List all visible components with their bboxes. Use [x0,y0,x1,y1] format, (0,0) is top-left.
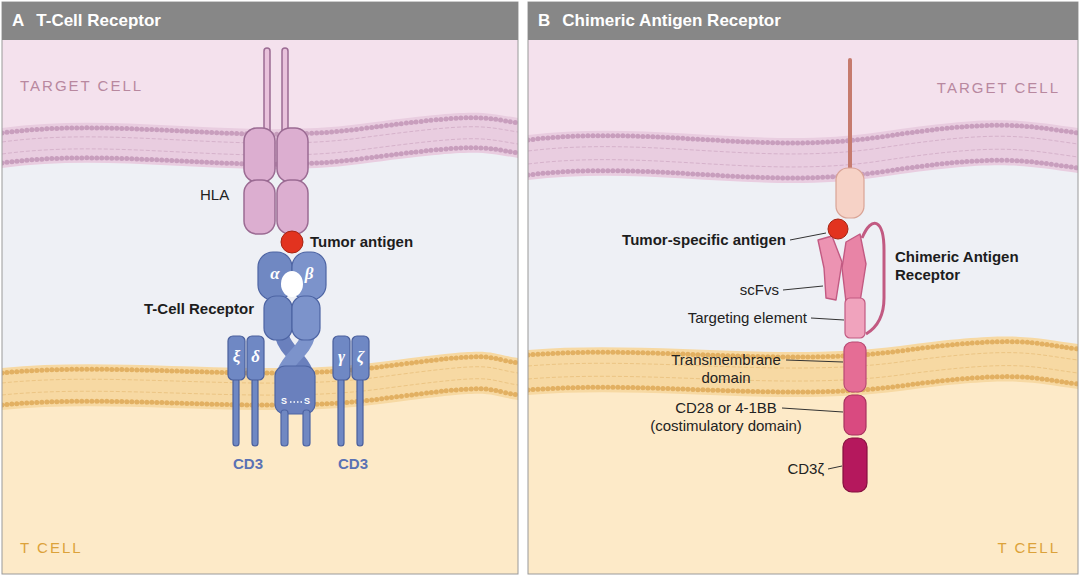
panel-b-ground-part [528,377,1078,392]
panel-b-ground-part [528,160,1078,178]
cd3-chains [228,336,369,446]
disulfide-label: S [302,396,312,406]
leader-lines-part [790,233,826,240]
antigen-protein-part [848,58,852,174]
cd3-chains-part [247,336,264,380]
panel-title: T-Cell Receptor [36,11,161,30]
tcr-chains-part [290,401,302,403]
hla-molecule-part [277,128,308,182]
chimeric-antigen-receptor-part [845,298,865,338]
panel-b-ground-part [528,165,1078,574]
part-label: Transmembrane domain [660,351,792,387]
panel-b-ground [528,2,1078,574]
chain-letter: ξ [228,348,245,366]
part-label: Tumor-specific antigen [596,231,786,249]
tumor-antigen [281,231,303,253]
cd3-chains-part [357,378,363,446]
panel-b-ground-part [528,342,1078,357]
chimeric-antigen-receptor-part [843,438,867,492]
leader-lines-part [828,466,842,469]
panel-header: B Chimeric Antigen Receptor [528,2,1078,40]
panel-a-ground-part [2,379,518,395]
chain-letter: β [301,265,317,283]
hla-molecule-part [277,180,308,234]
panel-letter: B [538,11,550,30]
part-label: CD3 [325,455,381,473]
part-label: CD3ζ [744,460,824,478]
tcr-chains [258,252,326,446]
cd3-chains-part [233,378,239,446]
panel-b-ground-part [528,149,1078,167]
panel-b-ground-part [528,366,1078,381]
panel-frames-part [2,2,518,574]
chimeric-antigen-receptor-part [818,236,842,300]
panel-b-ground-part [528,382,1078,574]
tcr-chains-part [264,296,292,340]
panel-title: Chimeric Antigen Receptor [562,11,781,30]
cd3-chains-part [352,336,369,380]
part-label: CD3 [220,455,276,473]
leader-lines-part [786,360,843,362]
tcr-chains-part [275,366,315,414]
panel-a-ground-part [2,394,518,574]
hla-molecule-part [244,180,275,234]
cd3-chains-part [228,336,245,380]
tcr-chains-part [281,271,303,297]
hla-molecule-part [282,48,288,134]
cd3-chains-part [252,378,258,446]
hla-molecule-part [264,48,270,134]
hla-molecule-part [244,128,275,182]
antigen-protein-part [836,168,864,218]
tcr-chains-part [281,410,288,446]
region-label: T CELL [880,539,1060,557]
panel-b-ground-part [528,125,1078,143]
part-label: CD28 or 4-1BB (costimulatory domain) [638,399,814,435]
antigen-protein [836,58,864,218]
panel-a-ground [2,2,518,574]
panel-frames-part [528,2,1078,574]
tumor-specific-antigen [828,219,848,239]
cd3-chains-part [333,336,350,380]
hla-molecule [244,48,308,234]
leader-lines-part [783,286,823,290]
panel-letter: A [12,11,24,30]
chimeric-antigen-receptor-part [844,342,866,392]
chain-letter: α [267,265,283,283]
region-label: TARGET CELL [20,77,220,95]
part-label: scFvs [700,281,779,299]
chain-letter: γ [333,348,350,366]
leader-lines-part [782,408,843,412]
part-label: Tumor antigen [310,233,450,251]
leader-lines-part [811,318,844,320]
region-label: TARGET CELL [840,79,1060,97]
tcr-chains-part [292,296,320,340]
tcr-chains-part [303,410,310,446]
chimeric-antigen-receptor-part [844,395,866,435]
part-label: T-Cell Receptor [126,300,254,318]
panel-b-ground-part [528,136,1078,154]
part-label: Chimeric Antigen Receptor [895,248,1060,284]
disulfide-label: S [279,396,289,406]
cd3-chains-part [338,378,344,446]
chimeric-antigen-receptor-part [842,234,866,302]
part-label: Targeting element [636,309,807,327]
region-label: T CELL [20,539,180,557]
chimeric-antigen-receptor [818,223,884,492]
panel-header: A T-Cell Receptor [2,2,518,40]
panel-a-ground-part [2,389,518,405]
chain-letter: ζ [352,348,369,366]
part-label: HLA [200,186,240,204]
chain-letter: δ [247,348,264,366]
